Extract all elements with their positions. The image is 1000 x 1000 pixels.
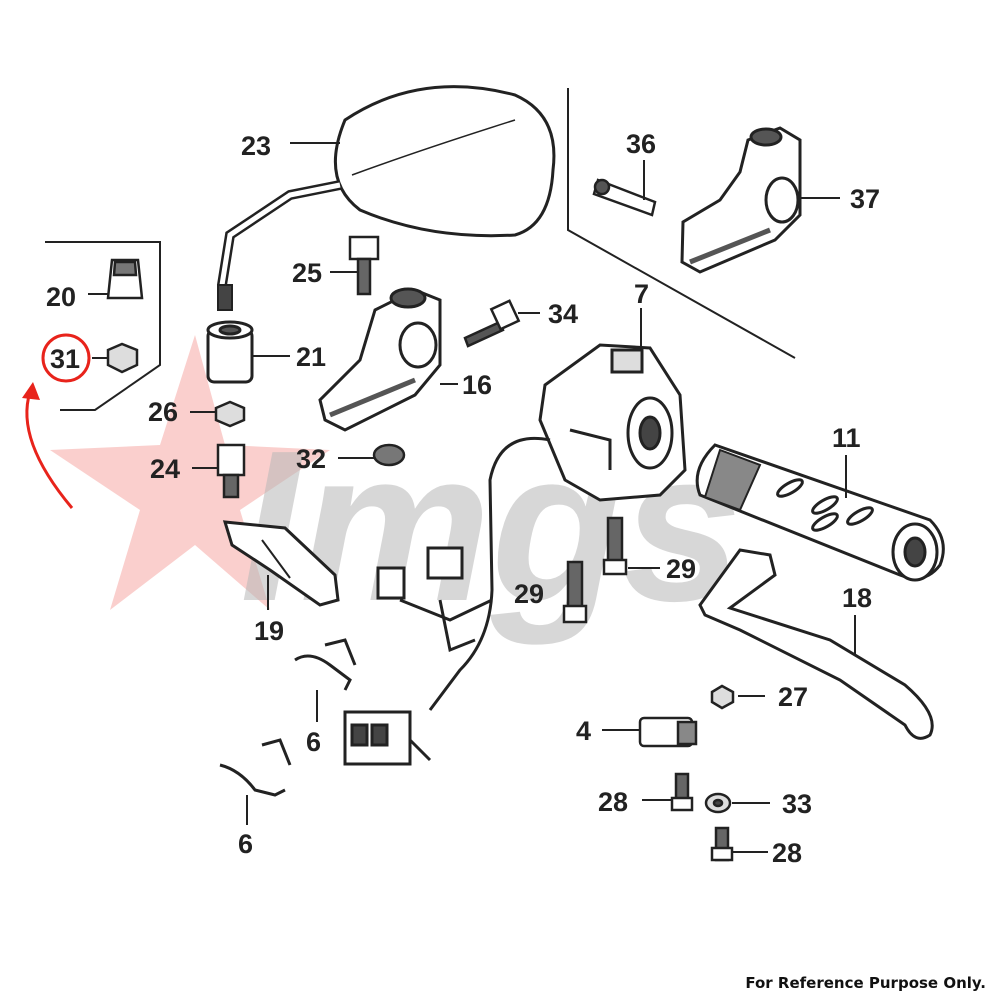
screw-28-lower	[710, 826, 734, 862]
part-label-25: 25	[292, 258, 322, 288]
part-label-20: 20	[46, 282, 76, 312]
part-label-6-lower: 6	[238, 829, 253, 859]
cap-nut-20	[106, 258, 144, 300]
brake-lever-18	[698, 548, 934, 740]
part-label-28-upper: 28	[598, 787, 628, 817]
switch-4	[638, 716, 698, 748]
part-label-32: 32	[296, 444, 326, 474]
lever-bracket-16	[318, 287, 442, 432]
nut-31	[106, 342, 139, 374]
part-label-23: 23	[241, 131, 271, 161]
adapter-24	[216, 443, 246, 499]
part-label-26: 26	[148, 397, 178, 427]
part-label-18: 18	[842, 583, 872, 613]
cover-19	[222, 520, 340, 607]
part-number-labels: 23 36 37 20 25 31 21 34 7 16 26 32 24 11…	[46, 129, 880, 868]
part-label-36: 36	[626, 129, 656, 159]
nut-26	[214, 400, 246, 428]
screw-29-left	[562, 560, 588, 624]
part-label-16: 16	[462, 370, 492, 400]
part-label-28-lower: 28	[772, 838, 802, 868]
part-label-11: 11	[832, 423, 861, 453]
collar-21	[206, 320, 254, 384]
watermark-star-icon	[50, 335, 330, 610]
part-label-27: 27	[778, 682, 808, 712]
grip-11	[695, 443, 945, 582]
part-label-37: 37	[850, 184, 880, 214]
wiring-harness	[343, 436, 551, 766]
part-label-34: 34	[548, 299, 578, 329]
highlight-circle-31	[41, 333, 91, 383]
switch-housing-7	[538, 343, 687, 502]
part-label-21: 21	[296, 342, 326, 372]
highlight-arrow-icon	[25, 391, 74, 509]
screw-28-upper	[670, 772, 694, 812]
mirror-assembly	[217, 85, 556, 311]
bolt-34	[463, 299, 521, 348]
part-label-19: 19	[254, 616, 284, 646]
bolt-25	[348, 235, 380, 296]
nut-27	[710, 684, 735, 710]
part-label-31: 31	[50, 344, 80, 374]
clamp-6-lower	[219, 738, 292, 797]
part-label-24: 24	[150, 454, 180, 484]
pivot-part-36	[592, 178, 657, 217]
part-label-29-right: 29	[666, 554, 696, 584]
reference-disclaimer: For Reference Purpose Only.	[745, 974, 986, 992]
clamp-6-upper	[294, 638, 357, 691]
section-dividers	[45, 88, 796, 411]
lever-bracket-37	[680, 126, 802, 274]
part-label-4: 4	[576, 716, 591, 746]
part-label-7: 7	[634, 279, 649, 309]
washer-33	[704, 792, 732, 814]
part-label-6-upper: 6	[306, 727, 321, 757]
part-label-33: 33	[782, 789, 812, 819]
part-label-29-left: 29	[514, 579, 544, 609]
plug-32	[372, 443, 406, 467]
screw-29-right	[602, 516, 628, 576]
